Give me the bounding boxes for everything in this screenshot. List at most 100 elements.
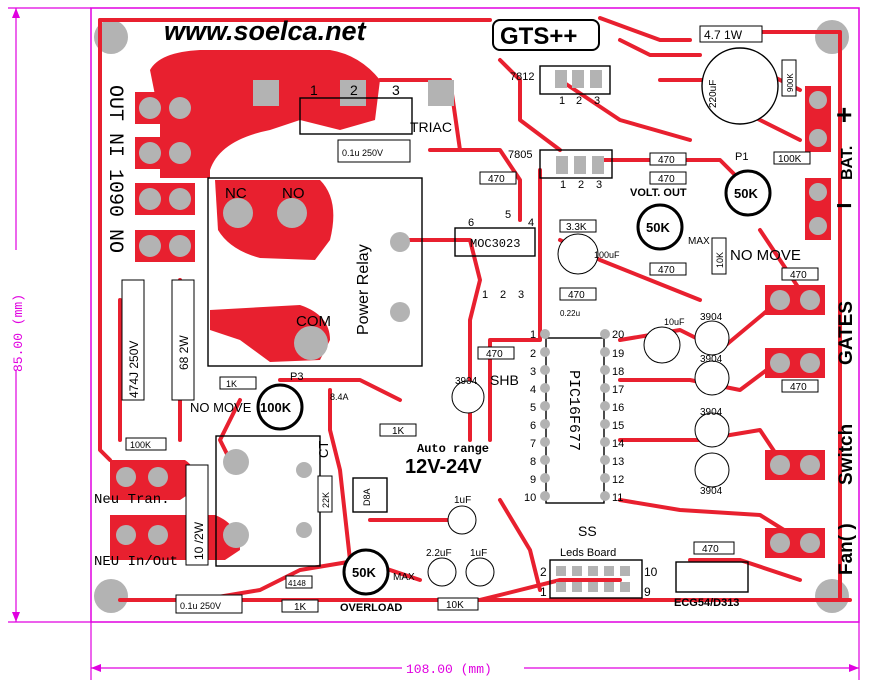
reg-7812-label: 7812 (510, 71, 534, 83)
ct-pad-4 (296, 522, 312, 538)
reg-7805-pin-2: 2 (578, 179, 584, 191)
moc-pin-4: 4 (528, 217, 534, 229)
pic-pin-15: 15 (612, 420, 624, 432)
moc-pin-6: 6 (468, 217, 474, 229)
triac-label: TRIAC (410, 119, 452, 135)
reg-7812-pin-3: 3 (594, 95, 600, 107)
r-470-g: 470 (486, 349, 503, 360)
fan-hole-1 (770, 533, 790, 553)
pic-pin-14: 14 (612, 438, 624, 450)
bat-plus-hole-2 (809, 129, 827, 147)
res-10k-bottom-label: 10K (446, 600, 464, 611)
diode-4148-a (285, 575, 313, 589)
triac-pad-1 (253, 80, 279, 106)
res-10-2w-label: 10 /2W (192, 521, 206, 560)
relay-nc-label: NC (225, 185, 247, 202)
pic-pin-20: 20 (612, 329, 624, 341)
p1-value: 50K (734, 186, 758, 201)
fan-label: Fan( ) (836, 523, 857, 575)
reg-7805-outline (539, 149, 613, 179)
switch-label: Switch (836, 424, 857, 485)
res-474-label: 474J 250V (127, 341, 141, 398)
leds-pin-9: 9 (644, 585, 651, 599)
website-label: www.soelca.net (164, 16, 367, 46)
cap-0-22u-label: 0.22u (560, 309, 580, 318)
r-470-a: 470 (488, 174, 505, 185)
brand-box (492, 19, 600, 51)
res-1k-bottom (281, 599, 319, 613)
r-1k-mid: 1K (392, 426, 405, 437)
triac-pad-2 (340, 80, 366, 106)
pic-pin-11: 11 (612, 492, 623, 504)
p3-value: 100K (260, 400, 292, 415)
leds-pads (556, 566, 630, 592)
reg-7812-outline (539, 65, 611, 95)
t5-label: 3904 (455, 376, 478, 387)
pic-pin-16: 16 (612, 402, 624, 414)
pic-pin-5: 5 (530, 402, 536, 414)
moc-pin-5: 5 (505, 209, 511, 221)
res-10-2w-body (185, 464, 209, 566)
dim-width-bg (402, 660, 524, 676)
res-47k-label: 1K (226, 379, 237, 389)
pic-pin-7: 7 (530, 438, 536, 450)
triac-pin-2: 2 (350, 82, 358, 98)
relay-no-pad (277, 198, 307, 228)
res-68-label: 68 2W (177, 335, 191, 370)
bat-label: BAT. (839, 146, 856, 180)
cap-1uf-b-label: 1uF (470, 548, 487, 559)
pic-left-pins: 1 2 3 4 5 6 7 8 9 10 (524, 329, 536, 504)
pic-pin-17: 17 (612, 384, 624, 396)
transistors: 3904 3904 3904 3904 3904 (451, 312, 730, 497)
triac-outline (299, 97, 413, 135)
pic-pin-6: 6 (530, 420, 536, 432)
r-470-b: 470 (658, 155, 675, 166)
t1-label: 3904 (700, 312, 723, 323)
ecg-label: ECG54/D313 (674, 597, 739, 609)
relay-coil-pad-1 (390, 232, 410, 252)
pic-pin-4: 4 (530, 384, 536, 396)
res-100k-left-label: 100K (130, 440, 151, 450)
r-470-h: 470 (568, 290, 585, 301)
cap-0-1u-top-label: 0.1u 250V (342, 148, 383, 158)
cap-10uf-label: 10uF (664, 317, 685, 327)
switch-hole-2 (800, 455, 820, 475)
r-10k-v: 10K (715, 252, 725, 268)
ct-pad-1 (223, 449, 249, 475)
p3-pot (256, 383, 304, 431)
bat-plus-label: + (836, 99, 852, 130)
t4-label: 3904 (700, 486, 723, 497)
bat-minus-hole-1 (809, 183, 827, 201)
reg-7812-pin-1: 1 (559, 95, 565, 107)
cap-220-body (701, 47, 779, 125)
res-47k-body (219, 376, 257, 390)
overload-pot-value: 50K (352, 565, 376, 580)
auto-range-label: Auto range (417, 442, 489, 456)
triac-pin-3: 3 (392, 82, 400, 98)
pic-pin-18: 18 (612, 366, 624, 378)
cap-220-label: 220uF (708, 80, 719, 108)
gates-hole-3 (770, 353, 790, 373)
res-900k-label: 900K (786, 73, 795, 92)
r-470-c: 470 (658, 174, 675, 185)
pic-pin-19: 19 (612, 348, 624, 360)
bat-plus-hole-1 (809, 91, 827, 109)
cap-2-2uf-label: 2.2uF (426, 548, 452, 559)
relay-com-pad (294, 326, 328, 360)
cap-1uf-b (465, 557, 495, 587)
pic-label: PIC16F677 (565, 370, 582, 451)
reg-7805-pin-1: 1 (560, 179, 566, 191)
volt-out-label: VOLT. OUT (630, 187, 687, 199)
pic-pin-2: 2 (530, 348, 536, 360)
volt-out-pot-value: 50K (646, 220, 670, 235)
power-relay-outline (207, 177, 423, 367)
gates-hole-4 (800, 353, 820, 373)
moc-pin-2: 2 (500, 289, 506, 301)
power-relay-label: Power Relay (355, 244, 372, 335)
voltage-range-label: 12V-24V (405, 456, 482, 478)
cap-100uf (557, 233, 599, 275)
res-10k-bottom (437, 597, 479, 611)
res-474-body (121, 279, 145, 401)
shb-label: SHB (490, 372, 519, 388)
